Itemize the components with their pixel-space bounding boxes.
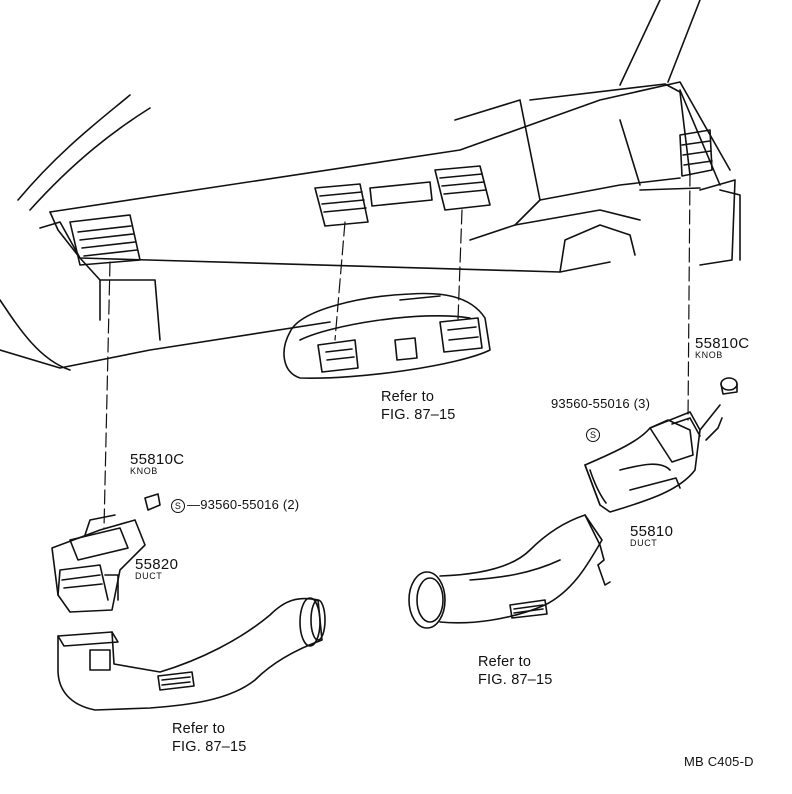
windshield-lines	[0, 0, 701, 371]
right-ref-label: Refer to FIG. 87–15	[478, 653, 553, 689]
screw-left-symbol: S	[171, 498, 185, 513]
screw-left-code: 93560-55016 (2)	[200, 497, 300, 512]
right-ref-line2: FIG. 87–15	[478, 672, 553, 688]
diagram-code: MB C405-D	[684, 754, 754, 769]
right-ref-line1: Refer to	[478, 654, 532, 670]
bottom-ref-label: Refer to FIG. 87–15	[172, 720, 247, 756]
screw-left-label: S—93560-55016 (2)	[171, 498, 299, 513]
right-duct	[584, 404, 723, 513]
right-knob-hardware	[720, 377, 738, 395]
screw-right-code: 93560-55016 (3)	[551, 396, 651, 411]
center-duct	[283, 292, 491, 379]
duct-left-label: 55820 DUCT	[135, 557, 178, 581]
duct-left-name: DUCT	[135, 571, 163, 581]
knob-left-name: KNOB	[130, 466, 158, 476]
center-ref-line2: FIG. 87–15	[381, 407, 456, 423]
knob-right-name: KNOB	[695, 350, 723, 360]
bottom-center-duct	[408, 514, 611, 629]
duct-left-number: 55820	[135, 556, 179, 573]
center-ref-line1: Refer to	[381, 389, 435, 405]
dashboard	[0, 81, 741, 369]
knob-right-label: 55810C KNOB	[695, 336, 749, 360]
left-duct	[51, 514, 146, 613]
knob-left-number: 55810C	[130, 451, 185, 468]
duct-right-label: 55810 DUCT	[630, 524, 673, 548]
knob-right-number: 55810C	[695, 335, 750, 352]
alignment-lines	[103, 171, 691, 529]
screw-right-symbol-icon: S	[586, 427, 602, 443]
duct-right-number: 55810	[630, 523, 674, 540]
screw-right-symbol: S	[586, 427, 600, 442]
knob-left-label: 55810C KNOB	[130, 452, 184, 476]
center-ref-label: Refer to FIG. 87–15	[381, 388, 456, 424]
bottom-ref-line2: FIG. 87–15	[172, 739, 247, 755]
left-knob-hardware	[144, 493, 161, 511]
duct-right-name: DUCT	[630, 538, 658, 548]
bottom-left-duct	[57, 597, 326, 711]
bottom-ref-line1: Refer to	[172, 721, 226, 737]
